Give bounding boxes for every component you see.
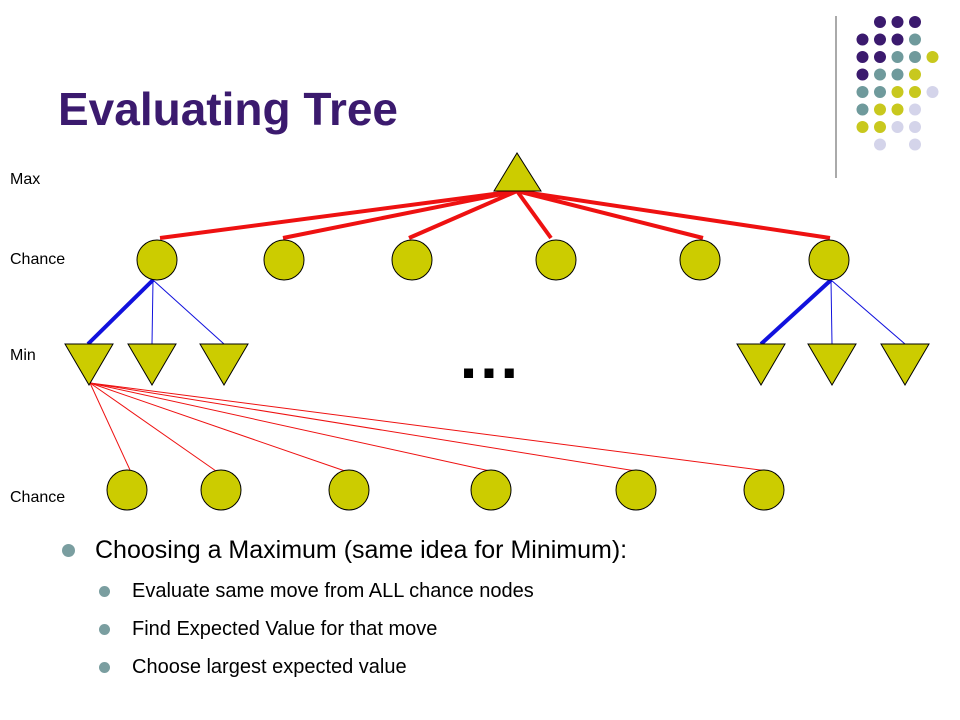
- level-label-max: Max: [10, 171, 41, 188]
- decor-dot: [909, 121, 921, 133]
- decor-dot: [891, 16, 904, 28]
- decor-dot: [856, 33, 869, 46]
- chance-to-min-edge: [152, 279, 225, 345]
- min-node: [807, 343, 857, 386]
- decor-dot: [891, 103, 904, 116]
- min-node: [64, 343, 114, 386]
- chance-node-bottom: [328, 469, 370, 511]
- max-to-chance-edge: [408, 189, 518, 240]
- chance-to-min-edge-bold: [86, 278, 155, 346]
- bullet-main-text: Choosing a Maximum (same idea for Minimu…: [95, 536, 628, 564]
- chance-node-bottom: [200, 469, 242, 511]
- chance-to-min-edge: [151, 279, 154, 345]
- min-to-chance-edge: [89, 382, 637, 472]
- bullet-sub: Find Expected Value for that move: [62, 610, 942, 648]
- decor-dot: [909, 103, 921, 116]
- bullet-dot-icon: [99, 662, 110, 673]
- min-to-chance-edge: [89, 382, 131, 471]
- ellipsis: …: [457, 320, 521, 392]
- min-to-chance-edge: [89, 382, 217, 472]
- decor-dot: [856, 68, 869, 81]
- decor-dot: [874, 33, 886, 46]
- bullet-sub-text: Evaluate same move from ALL chance nodes: [132, 580, 534, 602]
- decor-dot: [874, 51, 886, 63]
- bullet-sub: Choose largest expected value: [62, 648, 942, 686]
- level-label-chance-bottom: Chance: [10, 489, 66, 506]
- chance-node: [808, 239, 850, 281]
- bullet-list: Choosing a Maximum (same idea for Minimu…: [62, 528, 942, 686]
- bullet-dot-icon: [99, 624, 110, 635]
- chance-node-bottom: [743, 469, 785, 511]
- min-to-chance-edge: [89, 382, 769, 472]
- min-to-chance-edge: [89, 382, 491, 472]
- decor-dot: [926, 86, 939, 98]
- decor-dot: [874, 68, 886, 81]
- chance-to-min-edge: [830, 279, 833, 345]
- decor-dot: [891, 33, 904, 46]
- chance-node-bottom: [106, 469, 148, 511]
- level-label-chance-top: Chance: [10, 251, 66, 268]
- bullet-dot-icon: [62, 544, 75, 557]
- decor-dot: [926, 51, 939, 63]
- min-node: [199, 343, 249, 386]
- decor-dot: [856, 121, 869, 133]
- min-node: [127, 343, 177, 386]
- bullet-main: Choosing a Maximum (same idea for Minimu…: [62, 528, 942, 572]
- level-label-min: Min: [10, 347, 36, 364]
- chance-node: [136, 239, 178, 281]
- decor-dot: [891, 121, 904, 133]
- edge-layer: [86, 189, 906, 472]
- chance-node-bottom: [615, 469, 657, 511]
- decor-dot: [909, 86, 921, 98]
- decor-dot: [909, 51, 921, 63]
- max-to-chance-edge: [516, 189, 704, 240]
- decor-dot: [856, 103, 869, 116]
- max-node: [493, 152, 542, 192]
- min-node: [736, 343, 786, 386]
- decor-dot: [856, 51, 869, 63]
- max-to-chance-edge: [282, 189, 518, 240]
- chance-node: [391, 239, 433, 281]
- decor-dot: [874, 16, 886, 28]
- decor-dot: [891, 68, 904, 81]
- decor-dot: [891, 86, 904, 98]
- min-to-chance-edge: [89, 382, 346, 472]
- decor-dot: [909, 16, 921, 28]
- bullet-sub-text: Find Expected Value for that move: [132, 618, 438, 640]
- chance-node: [535, 239, 577, 281]
- chance-to-min-edge-bold: [759, 278, 833, 346]
- slide-title: Evaluating Tree: [58, 83, 399, 135]
- decor-dot: [909, 33, 921, 46]
- decor-dot: [874, 121, 886, 133]
- chance-node: [263, 239, 305, 281]
- chance-node: [679, 239, 721, 281]
- bullet-sub: Evaluate same move from ALL chance nodes: [62, 572, 942, 610]
- bullet-dot-icon: [99, 586, 110, 597]
- decor-dot: [874, 103, 886, 116]
- chance-node-bottom: [470, 469, 512, 511]
- decor-dot: [856, 86, 869, 98]
- decor-dot: [909, 68, 921, 81]
- chance-to-min-edge: [830, 279, 906, 345]
- min-node: [880, 343, 930, 386]
- decor-dot: [909, 138, 921, 151]
- decor-dot: [874, 86, 886, 98]
- max-to-chance-edge: [516, 189, 831, 240]
- decor-dot: [891, 51, 904, 63]
- decor-dot: [874, 138, 886, 151]
- bullet-sub-text: Choose largest expected value: [132, 656, 407, 678]
- max-to-chance-edge: [159, 189, 518, 240]
- node-layer: [64, 152, 930, 511]
- max-to-chance-edge: [515, 189, 553, 240]
